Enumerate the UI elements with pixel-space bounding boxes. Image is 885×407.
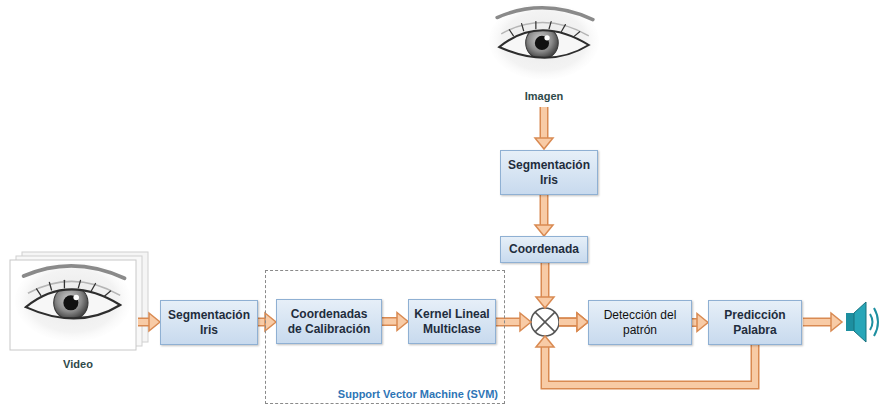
flow-arrow [692,314,708,332]
process-box: Detección del patrón [588,300,692,345]
box-label: Coordenadas de Calibración [282,307,376,336]
speaker-icon [846,302,878,342]
box-label: Segmentación Iris [166,308,252,337]
flow-arrow [496,313,588,331]
process-box: Segmentación Iris [500,150,598,195]
flow-arrow [258,313,276,331]
junction-symbol [531,308,559,336]
group-label: Support Vector Machine (SVM) [338,388,498,400]
caption-label: Video [38,358,118,370]
box-label: Kernel Lineal Multiclase [414,307,490,336]
box-label: Segmentación Iris [506,158,592,187]
eye-illustration [15,260,131,342]
process-box: Coordenada [500,236,588,263]
flow-arrow [535,195,553,236]
flow-arrow [536,263,588,331]
input-arrow [138,313,160,331]
process-box: Segmentación Iris [160,300,258,345]
group-box: Support Vector Machine (SVM) Coordenadas … [265,270,505,404]
caption-label: Imagen [504,90,584,102]
process-box: Predicción Palabra [708,300,802,345]
eye-illustration [489,2,599,79]
box-label: Predicción Palabra [714,308,796,337]
process-box: Kernel Lineal Multiclase [408,299,496,344]
output-arrow [803,313,842,331]
input-arrow [535,107,553,149]
box-label: Detección del patrón [594,308,686,337]
box-label: Coordenada [506,242,582,256]
process-box: Coordenadas de Calibración [276,299,382,344]
flow-arrow [382,313,408,331]
video-frames [10,252,148,350]
